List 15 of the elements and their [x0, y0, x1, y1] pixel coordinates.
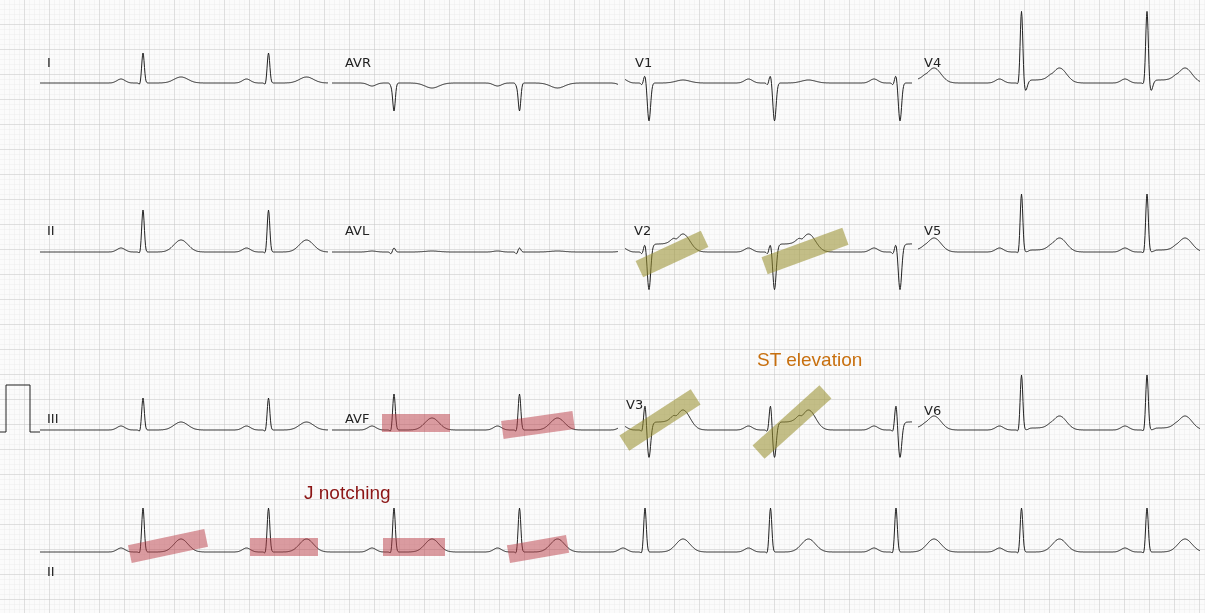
- lead-label: II: [47, 224, 55, 237]
- lead-label: AVL: [345, 224, 370, 237]
- lead-label: V6: [924, 404, 942, 417]
- lead-label: V4: [924, 56, 942, 69]
- lead-label: I: [47, 56, 51, 69]
- lead-label: III: [47, 412, 59, 425]
- annotation-text: J notching: [304, 483, 391, 502]
- lead-label: V3: [626, 398, 644, 411]
- lead-label: V5: [924, 224, 942, 237]
- lead-label: V1: [635, 56, 653, 69]
- lead-label: AVR: [345, 56, 371, 69]
- lead-label: AVF: [345, 412, 370, 425]
- annotation-text: ST elevation: [757, 350, 863, 369]
- lead-label: II: [47, 565, 55, 578]
- lead-label: V2: [634, 224, 652, 237]
